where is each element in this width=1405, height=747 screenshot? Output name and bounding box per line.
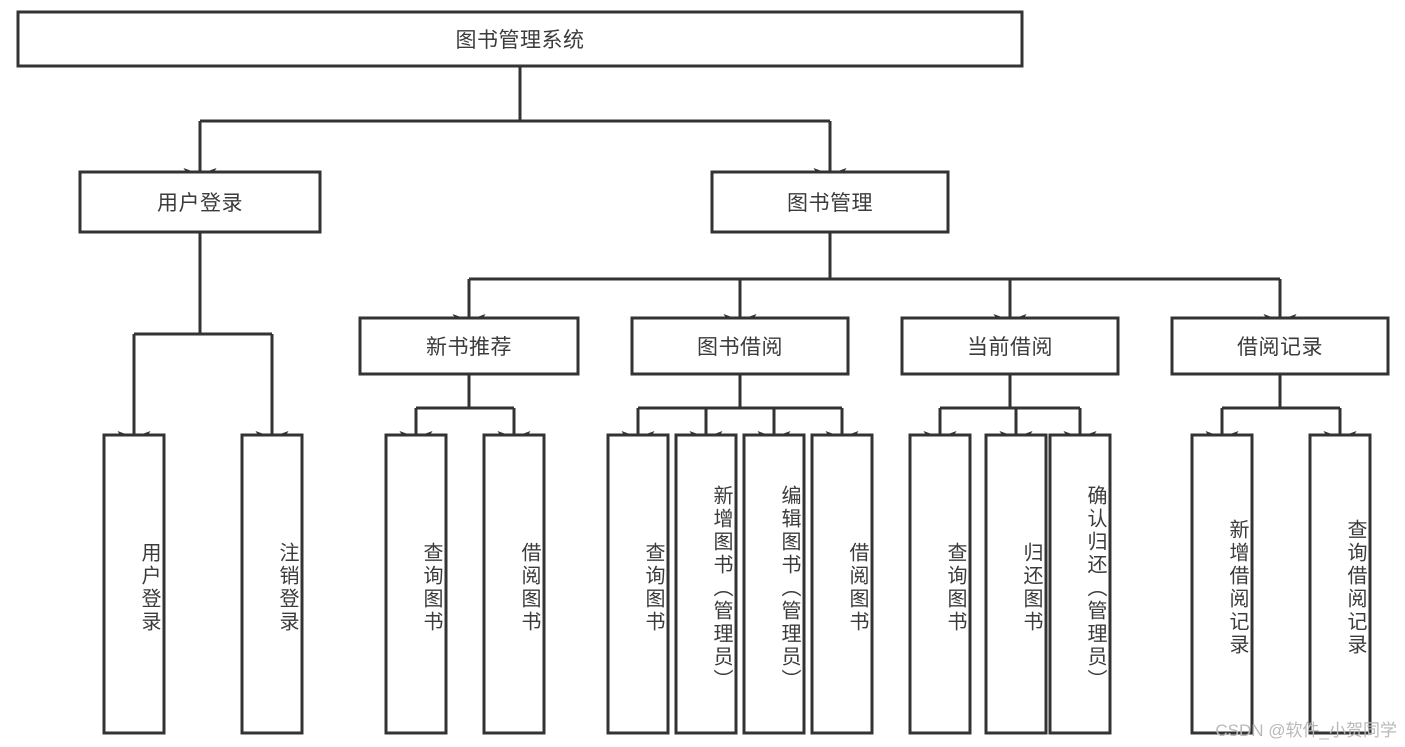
node-box-layer (16, 10, 1390, 735)
node-box-leaf-user-login[interactable] (102, 433, 166, 735)
node-box-leaf-borrow-query[interactable] (606, 433, 670, 735)
node-box-leaf-newbook-query[interactable] (384, 433, 448, 735)
node-box-bookmgmt[interactable] (710, 170, 950, 234)
connector-layer (117, 66, 1357, 458)
node-leaf-user-logout[interactable] (242, 435, 302, 733)
node-root[interactable] (18, 12, 1022, 66)
node-bookmgmt[interactable] (712, 172, 948, 232)
node-box-leaf-current-confirm[interactable] (1048, 433, 1112, 735)
node-leaf-borrow-add[interactable] (676, 435, 736, 733)
node-box-login[interactable] (78, 170, 322, 234)
node-box-leaf-borrow-lend[interactable] (810, 433, 874, 735)
node-box-current[interactable] (900, 316, 1120, 376)
node-leaf-record-add[interactable] (1192, 435, 1252, 733)
node-leaf-borrow-query[interactable] (608, 435, 668, 733)
node-box-leaf-record-query[interactable] (1308, 433, 1372, 735)
node-box-leaf-record-add[interactable] (1190, 433, 1254, 735)
node-box-root[interactable] (16, 10, 1024, 68)
node-leaf-user-login[interactable] (104, 435, 164, 733)
node-box-borrow[interactable] (630, 316, 850, 376)
node-records[interactable] (1172, 318, 1388, 374)
node-leaf-borrow-lend[interactable] (812, 435, 872, 733)
node-leaf-newbook-query[interactable] (386, 435, 446, 733)
node-leaf-current-query[interactable] (910, 435, 970, 733)
node-leaf-borrow-edit[interactable] (744, 435, 804, 733)
node-box-leaf-current-return[interactable] (984, 433, 1048, 735)
node-leaf-current-confirm[interactable] (1050, 435, 1110, 733)
node-box-leaf-newbook-borrow[interactable] (482, 433, 546, 735)
node-box-leaf-user-logout[interactable] (240, 433, 304, 735)
node-leaf-record-query[interactable] (1310, 435, 1370, 733)
node-box-leaf-borrow-add[interactable] (674, 433, 738, 735)
node-leaf-current-return[interactable] (986, 435, 1046, 733)
node-box-newbook[interactable] (358, 316, 580, 376)
node-newbook[interactable] (360, 318, 578, 374)
node-borrow[interactable] (632, 318, 848, 374)
node-login[interactable] (80, 172, 320, 232)
node-leaf-newbook-borrow[interactable] (484, 435, 544, 733)
node-box-leaf-borrow-edit[interactable] (742, 433, 806, 735)
node-current[interactable] (902, 318, 1118, 374)
node-box-records[interactable] (1170, 316, 1390, 376)
node-box-leaf-current-query[interactable] (908, 433, 972, 735)
